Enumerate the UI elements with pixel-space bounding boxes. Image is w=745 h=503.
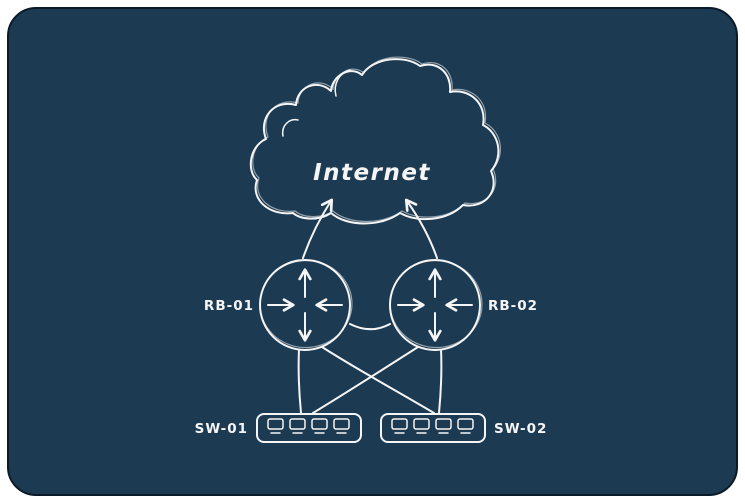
router-crossed-arrows-icon	[267, 268, 343, 342]
router-crossed-arrows-icon	[397, 268, 473, 342]
switch-node-sw02: SW-02	[380, 413, 547, 443]
ethernet-port-icon	[267, 418, 284, 434]
router-ghost-stroke	[259, 259, 353, 349]
cloud-label: Internet	[313, 160, 431, 186]
switch-body	[380, 413, 486, 443]
link-rb01-rb02	[349, 323, 391, 331]
uplink-rb02-internet	[404, 198, 438, 259]
switch-label-sw02: SW-02	[494, 421, 547, 437]
router-node-rb02: RB-02	[389, 259, 538, 351]
router-label-rb02: RB-02	[488, 298, 538, 314]
ethernet-port-icon	[391, 418, 408, 434]
ethernet-port-icon	[435, 418, 452, 434]
ethernet-port-icon	[311, 418, 328, 434]
internet-cloud-icon	[249, 58, 500, 225]
ethernet-port-icon	[333, 418, 350, 434]
cloud-crease-detail	[281, 118, 299, 137]
link-rb01-sw01	[297, 348, 302, 414]
cloud-crease-detail	[334, 69, 351, 97]
router-label-rb01: RB-01	[204, 298, 254, 314]
ethernet-port-icon	[457, 418, 474, 434]
router-node-rb01: RB-01	[204, 259, 353, 351]
switch-node-sw01: SW-01	[195, 413, 362, 443]
switch-body	[256, 413, 362, 443]
cloud-ghost-stroke	[252, 56, 501, 222]
ethernet-port-icon	[289, 418, 306, 434]
router-ghost-stroke	[389, 259, 483, 349]
link-rb02-sw02	[438, 348, 443, 414]
switch-label-sw01: SW-01	[195, 421, 248, 437]
ethernet-port-icon	[413, 418, 430, 434]
internet-cloud-node: Internet	[249, 56, 501, 225]
link-rb01-sw02	[321, 346, 435, 414]
canvas-panel	[7, 7, 738, 496]
uplink-rb01-internet	[302, 198, 334, 259]
link-rb02-sw01	[312, 346, 419, 414]
